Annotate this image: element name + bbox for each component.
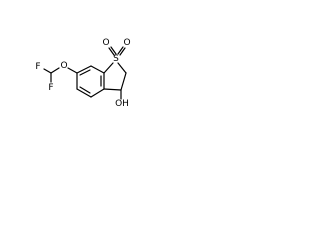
sulfone-oxygen-left-label: O [102, 38, 109, 48]
bond-c7a-s [103, 62, 114, 74]
bond-c3-c3a [103, 88, 122, 91]
difluoromethoxy-group [43, 67, 78, 83]
bond-c4-c3a [90, 88, 105, 98]
bond-s-c2 [117, 62, 127, 74]
ether-oxygen-label: O [60, 61, 67, 71]
sulfur-label: S [113, 54, 119, 64]
bond-c7a-c7 [90, 65, 105, 74]
bond-s-o-left-a [108, 47, 115, 56]
double-bond-c5-c4 [79, 86, 91, 94]
fluorine-top-label: F [35, 62, 40, 72]
fluorine-bottom-label: F [48, 83, 53, 93]
thiolane-ring [103, 62, 127, 91]
hydroxyl-label: OH [115, 99, 129, 109]
bond-c7-c6 [76, 65, 92, 74]
sulfone-group [108, 46, 126, 56]
sulfone-oxygen-right-label: O [123, 38, 130, 48]
bond-o-ch [50, 67, 60, 74]
bond-c6-o [67, 67, 78, 74]
bond-s-o-right-b [119, 47, 126, 56]
bond-c2-c3 [120, 72, 127, 91]
bond-ch-f-top [43, 68, 52, 74]
bond-s-o-left-b [110, 46, 117, 55]
bond-s-o-right-a [117, 46, 124, 55]
double-bond-c7-c6 [79, 69, 91, 76]
molecule-structure: F F O S O O OH [35, 38, 130, 109]
benzene-ring [76, 65, 105, 98]
bond-c5-c4 [76, 88, 92, 98]
